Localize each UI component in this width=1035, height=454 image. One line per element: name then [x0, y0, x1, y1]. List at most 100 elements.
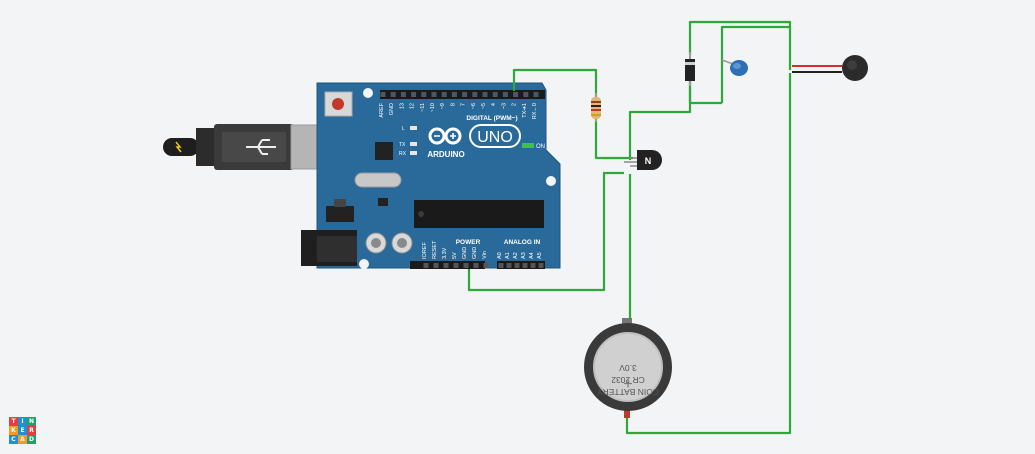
header-pin[interactable]	[538, 263, 544, 268]
battery-plus-icon: +	[623, 376, 632, 393]
header-pin[interactable]	[423, 263, 429, 268]
logo-letter: T	[9, 417, 18, 426]
pin-label: 3.3V	[442, 247, 448, 259]
logo-letter: R	[27, 426, 36, 435]
power-pin-header[interactable]: IOREF RESET 3.3V 5V GND GND Vin	[422, 240, 489, 268]
header-pin[interactable]	[431, 92, 437, 97]
header-pin[interactable]	[506, 263, 512, 268]
pin-label: ~3	[501, 103, 507, 109]
pin-label: RESET	[432, 240, 438, 259]
logo-letter: K	[9, 426, 18, 435]
header-pin[interactable]	[498, 263, 504, 268]
wire-resistor-transistor	[594, 114, 633, 160]
pin-label: ~9	[440, 103, 446, 109]
pin-label: A1	[505, 252, 511, 259]
pin-label: ~11	[420, 103, 426, 112]
pin-label: ~10	[430, 103, 436, 112]
header-pin[interactable]	[513, 92, 519, 97]
header-pin[interactable]	[472, 92, 478, 97]
wire-battery-plus	[625, 73, 792, 435]
pin-label: Vin	[482, 251, 488, 259]
power-label: POWER	[456, 239, 481, 246]
header-pin[interactable]	[502, 92, 508, 97]
header-pin[interactable]	[400, 92, 406, 97]
pin-label: AREF	[379, 102, 385, 117]
vibration-motor[interactable]	[792, 55, 868, 81]
led-tx-label: TX	[399, 142, 406, 148]
analog-label: ANALOG IN	[504, 239, 541, 246]
wire-diode-top	[688, 20, 792, 70]
digital-pin-header[interactable]: AREF GND 13 12 ~11 ~10 ~9 8 7 ~6 ~5 4 ~3 2 TX➔1 RX←0	[379, 92, 539, 119]
resistor[interactable]	[591, 93, 601, 122]
pin-label: A3	[521, 252, 527, 259]
logo-letter: I	[18, 417, 27, 426]
pin-label: A5	[537, 252, 543, 259]
logo-letter: D	[27, 435, 36, 444]
header-pin[interactable]	[453, 263, 459, 268]
header-pin[interactable]	[514, 263, 520, 268]
header-pin[interactable]	[380, 92, 386, 97]
wire-collector-diode	[628, 78, 692, 160]
led-rx-label: RX	[399, 151, 407, 157]
transistor-label: N	[645, 156, 652, 166]
pin-label: RX←0	[532, 103, 538, 119]
wires[interactable]	[467, 20, 792, 435]
header-pin[interactable]	[530, 263, 536, 268]
pin-label: GND	[462, 247, 468, 259]
pin-label: 7	[461, 103, 467, 106]
header-pin[interactable]	[463, 263, 469, 268]
pin-label: 2	[512, 103, 518, 106]
logo-letter: C	[9, 435, 18, 444]
pin-label: GND	[389, 103, 395, 115]
led-l-label: L	[402, 126, 405, 132]
wire-capacitor-loop	[720, 25, 789, 103]
on-label: ON	[536, 144, 545, 150]
pin-label: 4	[491, 103, 497, 106]
npn-transistor[interactable]: N	[624, 150, 662, 170]
header-pin[interactable]	[533, 92, 539, 97]
diode[interactable]	[685, 52, 695, 86]
battery-label-2: CR 2032	[611, 375, 645, 385]
header-pin[interactable]	[473, 263, 479, 268]
header-pin[interactable]	[421, 92, 427, 97]
header-pin[interactable]	[390, 92, 396, 97]
pin-label: ~6	[471, 103, 477, 109]
battery-label-1: COIN BATTERY	[597, 387, 659, 397]
tinkercad-logo[interactable]: T I N K E R C A D	[9, 417, 36, 444]
logo-letter: N	[27, 417, 36, 426]
battery-label-3: 3.0V	[619, 363, 637, 373]
header-pin[interactable]	[482, 92, 488, 97]
pin-label: A0	[497, 252, 503, 259]
header-pin[interactable]	[411, 92, 417, 97]
header-pin[interactable]	[522, 263, 528, 268]
arduino-brand: ARDUINO	[427, 150, 464, 159]
header-pin[interactable]	[483, 263, 489, 268]
header-pin[interactable]	[441, 92, 447, 97]
uno-label: UNO	[477, 129, 513, 146]
digital-header-label: DIGITAL (PWM~)	[466, 115, 517, 122]
pin-label: ~5	[481, 103, 487, 109]
header-pin[interactable]	[492, 92, 498, 97]
pin-label: A2	[513, 252, 519, 259]
header-pin[interactable]	[451, 92, 457, 97]
coin-battery[interactable]: COIN BATTERY CR 2032 3.0V +	[584, 318, 672, 418]
pin-label: GND	[472, 247, 478, 259]
header-pin[interactable]	[462, 92, 468, 97]
logo-letter: A	[18, 435, 27, 444]
pin-label: 5V	[452, 252, 458, 259]
pin-label: TX➔1	[522, 103, 528, 118]
logo-letter: E	[18, 426, 27, 435]
header-pin[interactable]	[443, 263, 449, 268]
wire-diode-cap-bottom	[688, 78, 722, 105]
ceramic-capacitor[interactable]	[721, 59, 748, 76]
pin-label: A4	[529, 252, 535, 259]
pin-label: 12	[410, 103, 416, 109]
pin-label: 13	[399, 103, 405, 109]
wire-pin3-resistor	[512, 68, 598, 100]
header-pin[interactable]	[433, 263, 439, 268]
pin-label: IOREF	[422, 242, 428, 259]
pin-label: 8	[450, 103, 456, 106]
header-pin[interactable]	[523, 92, 529, 97]
